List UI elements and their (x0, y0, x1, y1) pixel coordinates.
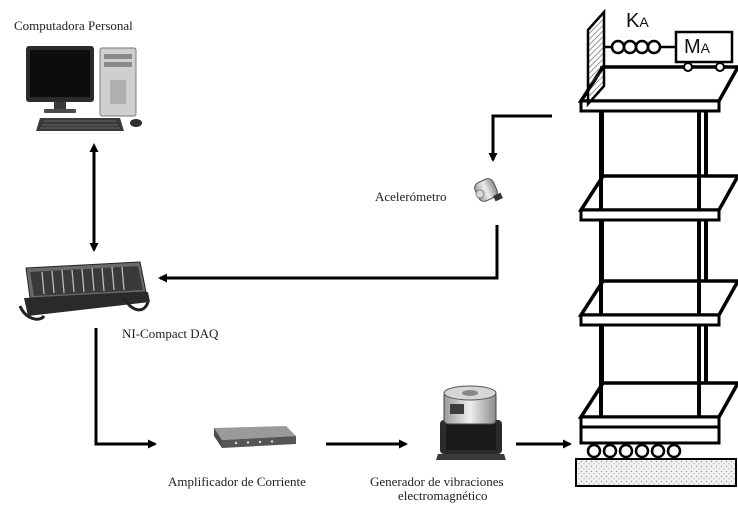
floor-slab-3 (577, 279, 738, 317)
label-amplifier: Amplificador de Corriente (168, 474, 306, 489)
label-daq: NI-Compact DAQ (122, 326, 219, 341)
label-spring: KA (626, 10, 649, 33)
amplifier-icon (214, 426, 296, 448)
label-spring-main: K (626, 10, 640, 32)
floor-slab-2 (577, 174, 738, 212)
accelerometer-icon (474, 178, 503, 202)
label-mass: MA (684, 36, 710, 59)
label-generator-line1: Generador de vibraciones (370, 474, 504, 489)
base-rollers (586, 443, 682, 459)
label-pc: Computadora Personal (14, 18, 133, 33)
label-mass-main: M (684, 36, 701, 58)
label-generator-line2: electromagnético (398, 488, 488, 503)
daq-chassis-icon (18, 261, 150, 321)
building-structure (575, 8, 738, 487)
label-accelerometer: Acelerómetro (375, 189, 447, 204)
arrow-daq-amplifier (94, 328, 157, 449)
spring-icon (604, 39, 676, 55)
label-spring-sub: A (639, 14, 649, 30)
floor-slab-4 (577, 381, 738, 419)
label-mass-sub: A (700, 40, 711, 56)
damper-wall (586, 8, 606, 108)
arrow-accelerometer-daq (158, 225, 499, 283)
mass-box (674, 30, 734, 64)
computer-icon (26, 46, 142, 131)
arrow-structure-accelerometer (488, 114, 552, 162)
ground-block (575, 458, 737, 487)
shaker-icon (436, 385, 506, 460)
